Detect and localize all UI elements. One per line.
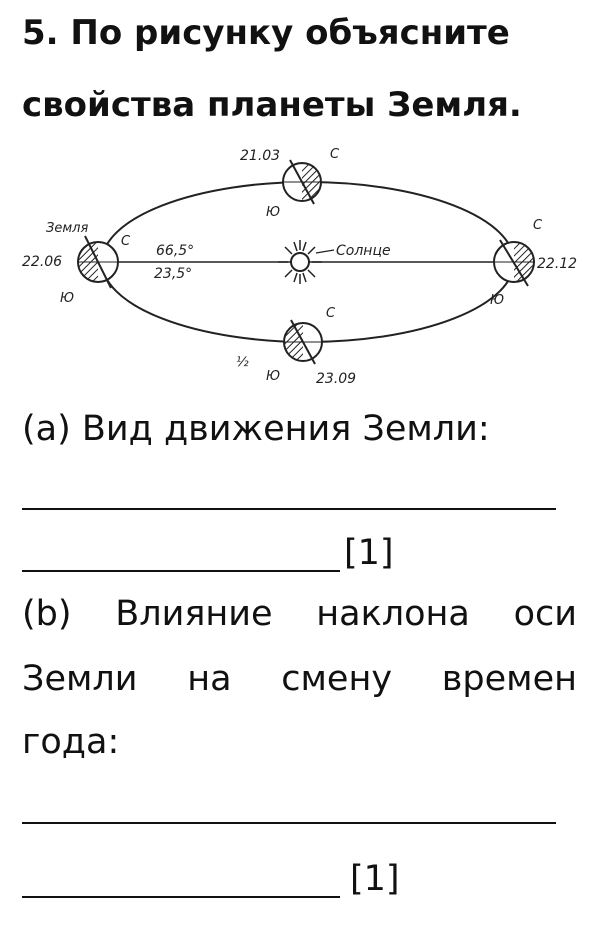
south-label-top: Ю bbox=[266, 205, 280, 220]
north-label-bottom: С bbox=[326, 306, 336, 321]
part-a-answer-line-1[interactable] bbox=[22, 508, 556, 510]
part-b-word: Земли bbox=[22, 659, 138, 699]
north-label-left: С bbox=[121, 234, 131, 249]
north-label-right: С bbox=[533, 218, 543, 233]
question-title-line2: свойства планеты Земля. bbox=[22, 85, 522, 125]
date-top: 21.03 bbox=[240, 148, 280, 164]
date-right: 22.12 bbox=[537, 256, 577, 272]
part-b-answer-line-1[interactable] bbox=[22, 822, 556, 824]
sun-label: Солнце bbox=[336, 243, 391, 259]
part-b-answer-line-2[interactable] bbox=[22, 896, 340, 898]
angle-label-23: 23,5° bbox=[154, 266, 192, 282]
part-a-question: (a) Вид движения Земли: bbox=[22, 409, 490, 449]
sun-label-leader bbox=[315, 249, 335, 254]
question-title-line1: 5. По рисунку объясните bbox=[22, 13, 510, 53]
fraction-label: ½ bbox=[236, 355, 249, 370]
earth-icon-right bbox=[493, 239, 535, 287]
part-b-question-line3: года: bbox=[22, 722, 120, 762]
south-label-bottom: Ю bbox=[266, 369, 280, 384]
part-b-word: наклона bbox=[316, 594, 470, 634]
part-a-mark: [1] bbox=[344, 533, 394, 573]
earth-icon-left bbox=[77, 235, 119, 289]
part-b-word: на bbox=[187, 659, 232, 699]
north-label-top: С bbox=[330, 147, 340, 162]
part-b-word: времен bbox=[441, 659, 577, 699]
part-b-question-line2: Земли на смену времен bbox=[22, 662, 577, 697]
part-b-word: смену bbox=[281, 659, 393, 699]
date-bottom: 23.09 bbox=[316, 371, 356, 387]
part-b-mark: [1] bbox=[350, 859, 400, 899]
part-b-question-line1: (b) Влияние наклона оси bbox=[22, 597, 577, 632]
angle-label-66: 66,5° bbox=[156, 243, 194, 259]
part-b-word: Влияние bbox=[115, 594, 273, 634]
part-b-word: оси bbox=[513, 594, 577, 634]
part-a-answer-line-2[interactable] bbox=[22, 570, 340, 572]
earth-icon-bottom bbox=[283, 319, 323, 365]
earth-icon-top bbox=[282, 159, 322, 205]
earth-label: Земля bbox=[46, 221, 88, 236]
sun-icon bbox=[278, 240, 322, 284]
earth-orbit-diagram: Солнце 66,5° 23,5° Земля 22.06 С Ю 21.03… bbox=[22, 147, 577, 387]
south-label-left: Ю bbox=[60, 291, 74, 306]
south-label-right: Ю bbox=[490, 293, 504, 308]
part-b-word: (b) bbox=[22, 594, 72, 634]
date-left: 22.06 bbox=[22, 254, 62, 270]
